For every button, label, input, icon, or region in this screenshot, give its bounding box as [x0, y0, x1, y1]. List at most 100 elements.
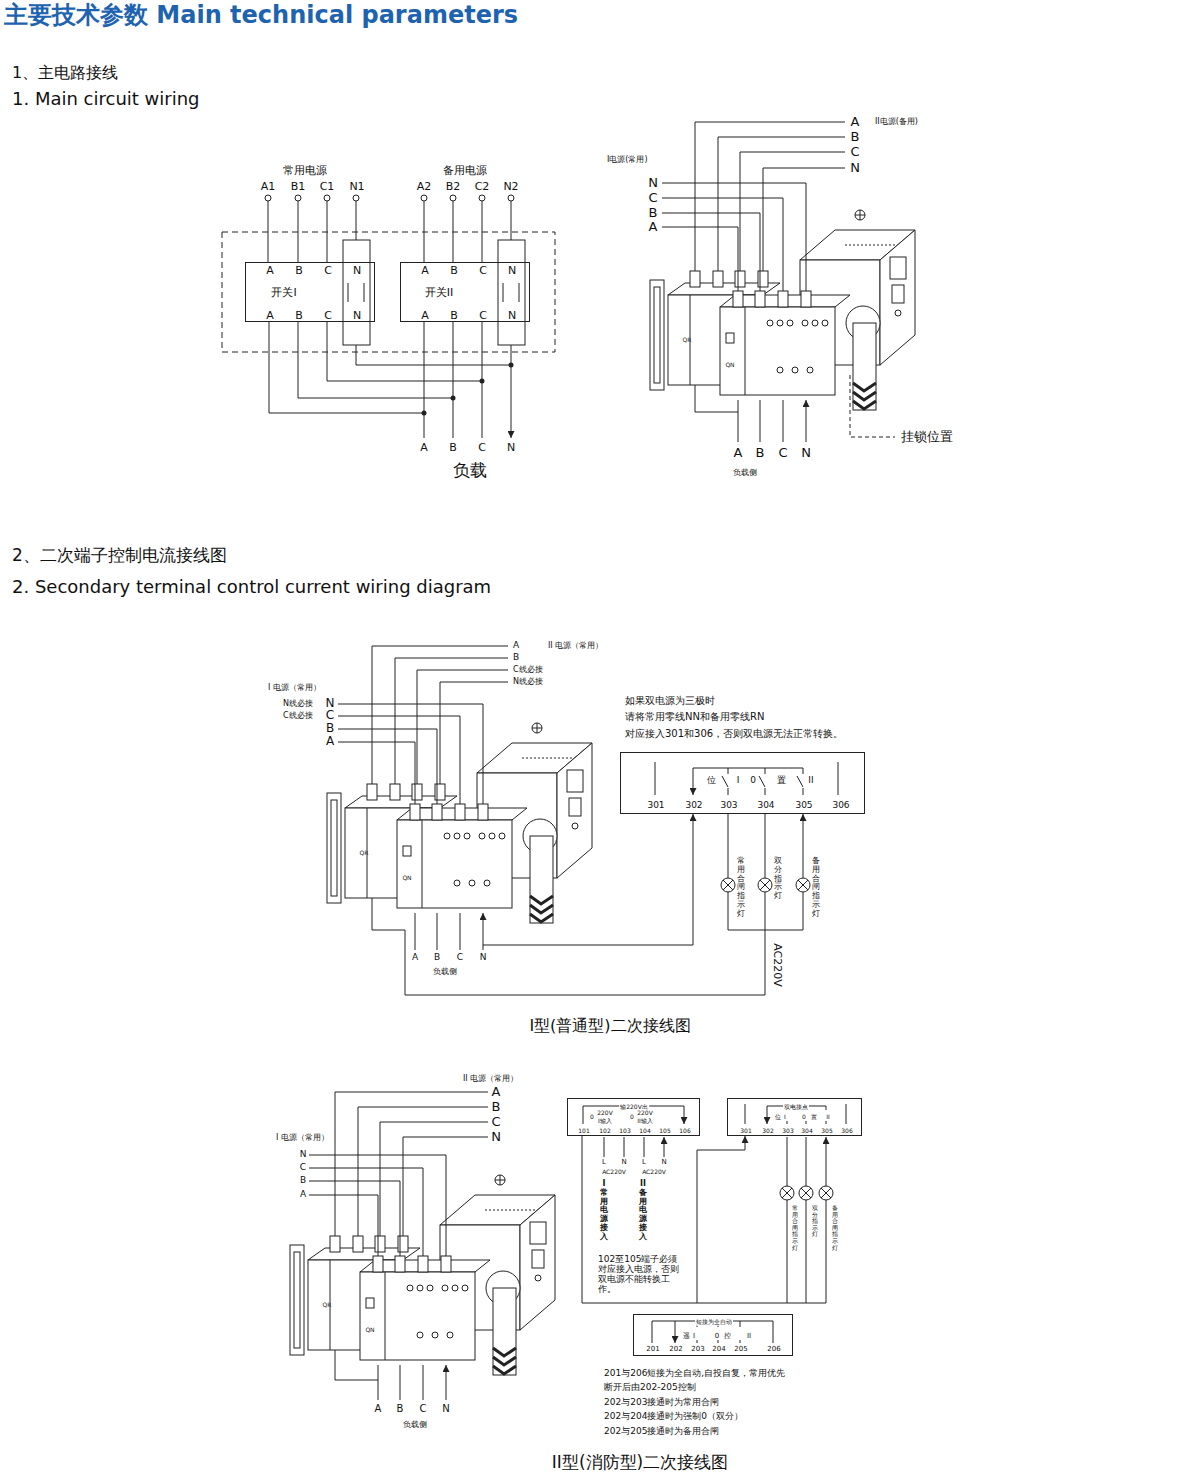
diagram-label: C1: [320, 181, 335, 193]
page-title: 主要技术参数 Main technical parameters: [4, 2, 518, 28]
diagram-label: QR: [683, 337, 692, 344]
diagram-label: A: [412, 953, 418, 963]
terminal-text: A: [266, 310, 274, 322]
diagram-label: A: [300, 1190, 306, 1200]
wire-path: [268, 201, 511, 262]
main-circuit: [222, 195, 555, 438]
circle-mark: [422, 411, 427, 416]
diagram-label: N2: [503, 181, 518, 193]
terminal-text: 304: [757, 801, 774, 811]
terminal-text: 106: [679, 1128, 690, 1135]
diagram-label: 挂锁位置: [901, 430, 953, 444]
diagram-label: N: [661, 1159, 666, 1167]
diagram-label: N线必接: [283, 700, 313, 709]
diagram-label: I 电源（常用）: [276, 1134, 329, 1143]
wire-path: [745, 1104, 846, 1124]
diagram-label: 备用合闸指示灯: [812, 857, 820, 919]
diagram-label: QN: [402, 875, 411, 882]
drawing-group: [309, 1092, 846, 1400]
diagram-label: 负载侧: [403, 1421, 427, 1430]
diagram-label: N: [491, 1130, 501, 1144]
diagram-label: II 电源（常用）: [463, 1075, 518, 1084]
diagram-label: 如果双电源为三极时: [625, 695, 715, 706]
terminal-text: II输入: [637, 1118, 653, 1125]
terminal-text: I输入: [598, 1118, 612, 1125]
terminal-text: 104: [639, 1128, 650, 1135]
circle-mark: [295, 195, 301, 201]
diagram-label: 断开后由202-205控制: [604, 1383, 696, 1393]
terminal-text: C: [324, 265, 332, 277]
wire-path: [655, 762, 838, 795]
wire-path: [338, 704, 483, 804]
terminal-text: 置: [777, 776, 786, 786]
terminal-text: C: [479, 310, 487, 322]
diagram-label: C: [478, 442, 486, 454]
diagram-label: 2. Secondary terminal control current wi…: [12, 577, 491, 597]
terminal-text: 302: [762, 1128, 773, 1135]
diagram-label: L: [602, 1159, 606, 1167]
switch-illustration-1: [650, 122, 915, 442]
terminal-text: B: [450, 265, 458, 277]
diagram-label: C: [300, 1163, 306, 1173]
diagram-label: A1: [261, 181, 276, 193]
diagram-label: C线必接: [283, 712, 313, 721]
terminal-text: 301: [647, 801, 664, 811]
terminal-text: N: [508, 310, 516, 322]
wire-path: [335, 1092, 488, 1236]
terminal-text: 0: [715, 1333, 719, 1341]
terminal-text: A: [421, 265, 429, 277]
wire-path: [738, 400, 806, 442]
circle-mark: [353, 195, 359, 201]
diagram-label: 备用合闸指示灯: [832, 1205, 838, 1251]
diagram-label: 202与204接通时为强制0（双分）: [604, 1412, 743, 1422]
diagram-label: II备用电源接入: [639, 1180, 647, 1242]
terminal-box: 双电接点位I0置II301302303304305306: [727, 1098, 862, 1136]
diagram-label: 201与206短接为全自动,自投自复，常用优先: [604, 1369, 785, 1379]
wire-path: [483, 814, 693, 945]
terminal-text: 303: [782, 1128, 793, 1135]
drawing-group: [662, 122, 895, 442]
diagram-label: 负载侧: [733, 469, 757, 478]
terminal-box: 输220V出0220VI输入0220VII输入10110210310410510…: [567, 1098, 700, 1136]
wire-path: [424, 322, 511, 438]
diagram-label: 102至105端子必须对应接入电源，否则双电源不能转换工作。: [598, 1255, 682, 1295]
switch-illustration-2: [327, 646, 838, 995]
circle-mark: [479, 195, 485, 201]
box-heading: 双电接点: [783, 1104, 809, 1111]
terminal-text: C: [479, 265, 487, 277]
terminal-text: II: [747, 1333, 751, 1341]
terminal-text: C: [324, 310, 332, 322]
diagram-label: B1: [291, 181, 306, 193]
terminal-text: 302: [685, 801, 702, 811]
diagram-label: N: [442, 1403, 449, 1414]
diagram-label: N: [300, 1150, 307, 1160]
terminal-text: 205: [734, 1346, 747, 1354]
diagram-label: N: [850, 161, 860, 175]
terminal-text: 开关I: [271, 287, 296, 299]
diagram-label: A: [649, 220, 658, 234]
diagram-label: C: [648, 191, 657, 205]
diagram-label: II电源(备用): [875, 118, 918, 127]
diagram-label: AC220V: [602, 1169, 626, 1176]
diagram-label: N线必接: [513, 678, 543, 687]
diagram-label: 2、二次端子控制电流接线图: [12, 546, 227, 565]
terminal-text: 0: [802, 1114, 806, 1121]
wire-connector: [582, 1136, 745, 1303]
wire-path: [850, 375, 895, 437]
terminal-text: 306: [841, 1128, 852, 1135]
terminal-text: 103: [619, 1128, 630, 1135]
terminal-text: 203: [691, 1346, 704, 1354]
terminal-text: A: [266, 265, 274, 277]
terminal-text: N: [353, 310, 361, 322]
diagram-label: 负载侧: [433, 968, 457, 977]
diagram-label: C: [491, 1115, 500, 1129]
diagram-label: N: [480, 953, 487, 963]
wire-path: [693, 768, 803, 795]
diagram-label: C: [326, 709, 334, 722]
terminal-text: 206: [767, 1346, 780, 1354]
wire-path: [697, 1200, 826, 1303]
diagram-label: A: [326, 735, 334, 748]
box-heading: 短接为全自动: [695, 1319, 733, 1326]
circle-mark: [450, 195, 456, 201]
